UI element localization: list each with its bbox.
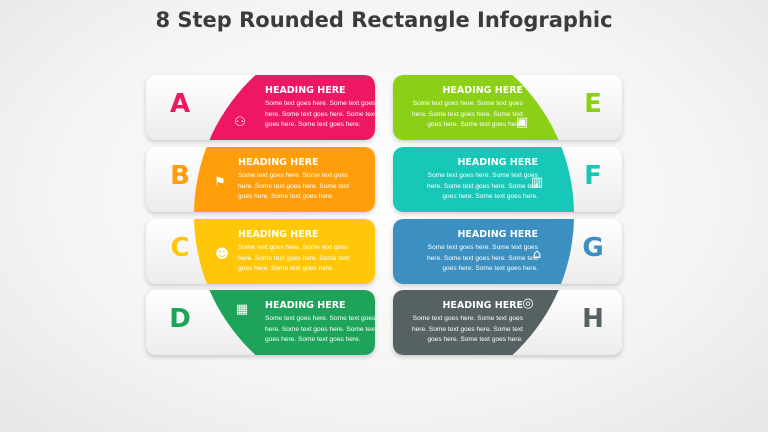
step-card-h: H ◎ HEADING HERE Some text goes here. So… bbox=[393, 290, 622, 355]
step-heading: HEADING HERE bbox=[457, 229, 538, 240]
step-heading: HEADING HERE bbox=[238, 157, 319, 168]
step-letter: G bbox=[582, 233, 604, 263]
calendar-icon: ▦ bbox=[235, 302, 249, 317]
step-letter: A bbox=[169, 89, 191, 119]
step-description: Some text goes here. Some text goes here… bbox=[238, 172, 350, 200]
step-card-f: F ▥ HEADING HERE Some text goes here. So… bbox=[393, 147, 622, 212]
step-description: Some text goes here. Some text goes here… bbox=[411, 100, 523, 128]
bank-icon: ⌂ bbox=[532, 247, 542, 262]
step-text-block: HEADING HERE Some text goes here. Some t… bbox=[238, 229, 350, 275]
step-description: Some text goes here. Some text goes here… bbox=[411, 315, 523, 343]
step-heading: HEADING HERE bbox=[265, 300, 346, 311]
step-text-block: HEADING HERE Some text goes here. Some t… bbox=[411, 85, 523, 131]
step-text-block: HEADING HERE Some text goes here. Some t… bbox=[426, 157, 538, 203]
step-text-block: HEADING HERE Some text goes here. Some t… bbox=[426, 229, 538, 275]
team-icon: ☻ bbox=[215, 247, 229, 262]
step-card-d: D ▦ HEADING HERE Some text goes here. So… bbox=[146, 290, 375, 355]
step-description: Some text goes here. Some text goes here… bbox=[426, 172, 538, 200]
bar-chart-icon: ▥ bbox=[530, 175, 544, 190]
step-letter: D bbox=[169, 304, 191, 334]
step-color-panel bbox=[393, 219, 574, 284]
step-heading: HEADING HERE bbox=[442, 85, 523, 96]
step-color-panel bbox=[393, 147, 574, 212]
step-description: Some text goes here. Some text goes here… bbox=[265, 315, 375, 343]
step-letter: B bbox=[170, 161, 190, 191]
step-text-block: HEADING HERE Some text goes here. Some t… bbox=[265, 300, 375, 346]
step-text-block: HEADING HERE Some text goes here. Some t… bbox=[411, 300, 523, 346]
step-letter: E bbox=[584, 89, 602, 119]
step-heading: HEADING HERE bbox=[457, 157, 538, 168]
step-text-block: HEADING HERE Some text goes here. Some t… bbox=[265, 85, 375, 131]
slide-title: 8 Step Rounded Rectangle Infographic bbox=[155, 8, 613, 32]
step-letter: H bbox=[582, 304, 604, 334]
step-heading: HEADING HERE bbox=[238, 229, 319, 240]
step-text-block: HEADING HERE Some text goes here. Some t… bbox=[238, 157, 350, 203]
step-description: Some text goes here. Some text goes here… bbox=[265, 100, 375, 128]
step-color-panel bbox=[194, 147, 375, 212]
step-color-panel bbox=[194, 219, 375, 284]
step-card-e: E ▣ HEADING HERE Some text goes here. So… bbox=[393, 75, 622, 140]
step-heading: HEADING HERE bbox=[442, 300, 523, 311]
step-card-c: C ☻ HEADING HERE Some text goes here. So… bbox=[146, 219, 375, 284]
step-card-a: A ⚇ HEADING HERE Some text goes here. So… bbox=[146, 75, 375, 140]
step-card-b: B ⚑ HEADING HERE Some text goes here. So… bbox=[146, 147, 375, 212]
step-letter: C bbox=[170, 233, 190, 263]
growth-team-icon: ⚑ bbox=[214, 175, 226, 190]
briefcase-icon: ▣ bbox=[515, 115, 529, 130]
step-card-g: G ⌂ HEADING HERE Some text goes here. So… bbox=[393, 219, 622, 284]
step-heading: HEADING HERE bbox=[265, 85, 346, 96]
step-description: Some text goes here. Some text goes here… bbox=[426, 244, 538, 272]
step-description: Some text goes here. Some text goes here… bbox=[238, 244, 350, 272]
step-letter: F bbox=[584, 161, 602, 191]
target-icon: ◎ bbox=[522, 296, 534, 311]
meeting-icon: ⚇ bbox=[234, 115, 246, 130]
